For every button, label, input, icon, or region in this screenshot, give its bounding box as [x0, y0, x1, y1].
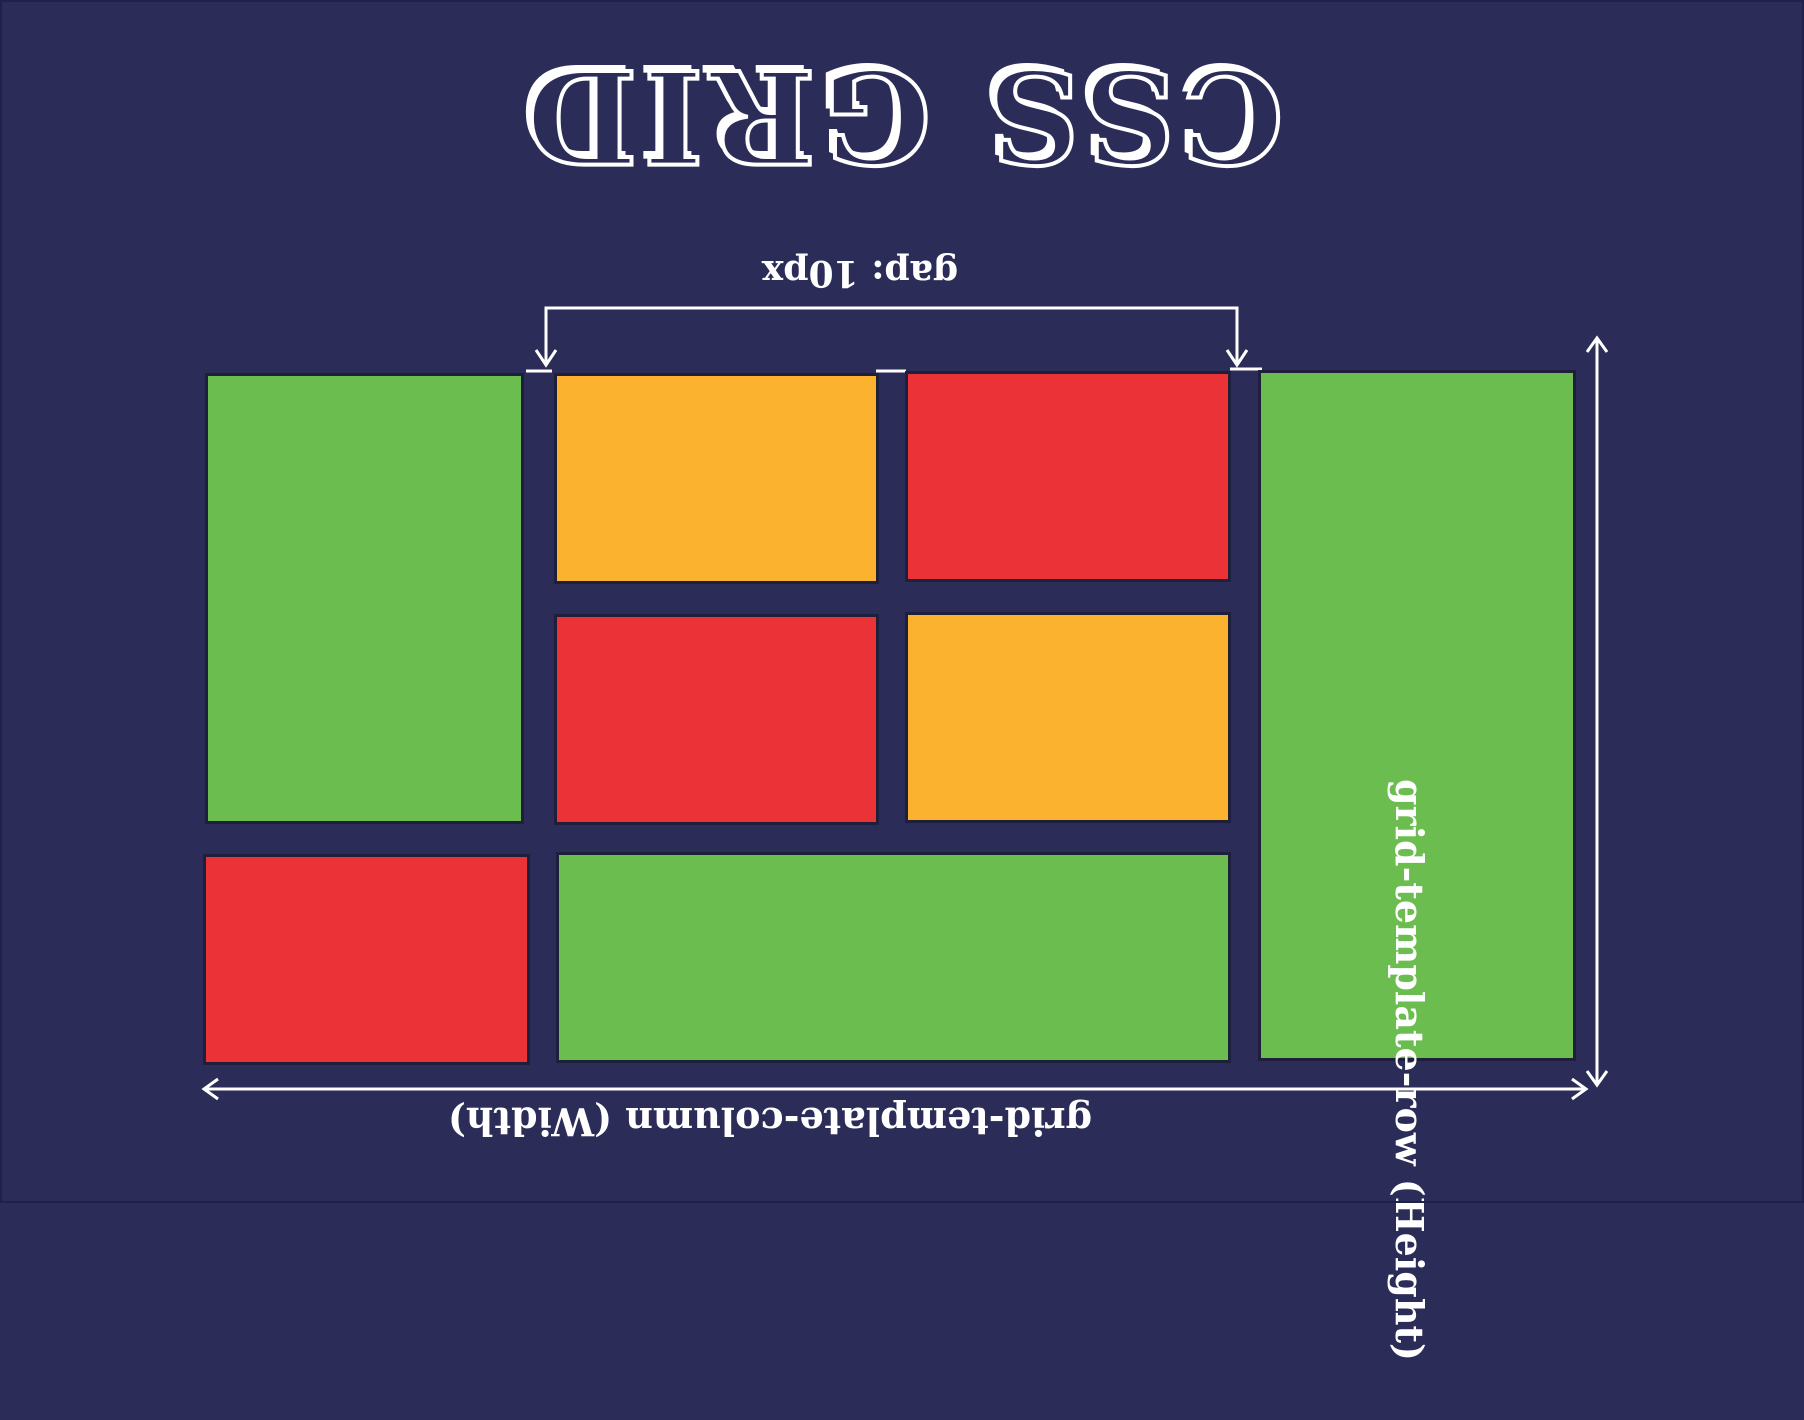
annotation-arrows [201, 306, 1609, 1101]
column-width-arrow [201, 1077, 1589, 1101]
row-height-arrow [1585, 335, 1609, 1088]
cell-green-bottom-wide [556, 852, 1231, 1063]
cell-orange-middle [905, 612, 1231, 823]
cell-green-right-tall [1258, 370, 1576, 1061]
cell-red-top [905, 371, 1231, 582]
cell-orange-top [554, 373, 879, 584]
css-grid-diagram: CSS GRID gap: 10px [0, 0, 1804, 1361]
gap-tick-marks [526, 367, 1262, 373]
cell-red-middle [554, 614, 879, 825]
row-height-label: grid-template-row (Height) [1387, 779, 1433, 1361]
gap-bracket-arrow [534, 306, 1249, 368]
cell-green-left-tall [205, 373, 524, 824]
column-width-label: grid-template-column (Width) [447, 1099, 1093, 1145]
cell-red-bottom [203, 854, 530, 1065]
